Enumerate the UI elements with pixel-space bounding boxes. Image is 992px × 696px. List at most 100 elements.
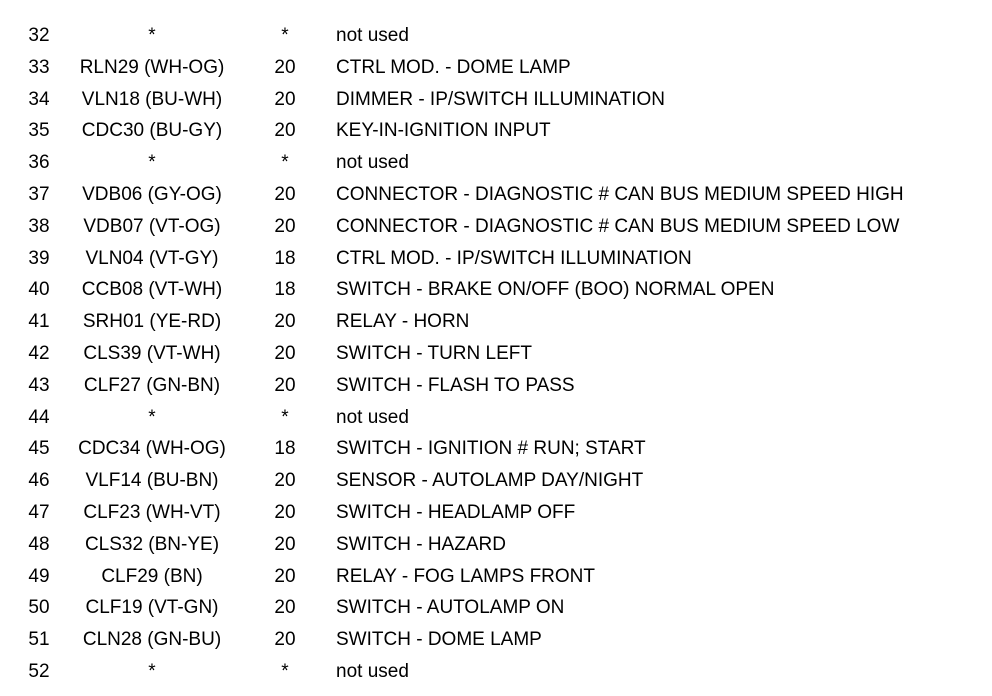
circuit-function: SWITCH - HAZARD: [336, 533, 506, 555]
circuit-function: SWITCH - BRAKE ON/OFF (BOO) NORMAL OPEN: [336, 279, 775, 301]
circuit-code: CCB08 (VT-WH): [81, 279, 223, 301]
pin-number: 35: [28, 120, 50, 142]
table-row: 36 * * not used: [0, 147, 992, 179]
circuit-function: SWITCH - IGNITION # RUN; START: [336, 438, 646, 460]
circuit-code: CLF29 (BN): [101, 565, 203, 587]
table-row: 47 CLF23 (WH-VT) 20 SWITCH - HEADLAMP OFF: [0, 497, 992, 529]
wire-gauge: *: [281, 660, 289, 682]
circuit-code: CLF19 (VT-GN): [85, 597, 219, 619]
pin-number: 37: [28, 183, 50, 205]
pin-number: 47: [28, 501, 50, 523]
circuit-function: CONNECTOR - DIAGNOSTIC # CAN BUS MEDIUM …: [336, 183, 904, 205]
pin-number: 52: [28, 660, 50, 682]
circuit-code: CLF23 (WH-VT): [83, 501, 221, 523]
circuit-function: SWITCH - TURN LEFT: [336, 342, 532, 364]
table-row: 37 VDB06 (GY-OG) 20 CONNECTOR - DIAGNOSTIC …: [0, 179, 992, 211]
wire-gauge: 20: [274, 120, 296, 142]
pin-number: 40: [28, 279, 50, 301]
circuit-function: SWITCH - AUTOLAMP ON: [336, 597, 565, 619]
wire-gauge: 20: [274, 183, 296, 205]
circuit-code: CDC30 (BU-GY): [81, 120, 223, 142]
circuit-function: RELAY - HORN: [336, 311, 470, 333]
pin-number: 38: [28, 215, 50, 237]
circuit-function: KEY-IN-IGNITION INPUT: [336, 120, 551, 142]
pin-number: 43: [28, 374, 50, 396]
pin-number: 44: [28, 406, 50, 428]
wire-gauge: *: [281, 152, 289, 174]
table-row: 49 CLF29 (BN) 20 RELAY - FOG LAMPS FRONT: [0, 561, 992, 593]
circuit-code: *: [148, 152, 156, 174]
wire-gauge: 20: [274, 470, 296, 492]
table-row: 33 RLN29 (WH-OG) 20 CTRL MOD. - DOME LAMP: [0, 52, 992, 84]
wire-gauge: *: [281, 25, 289, 46]
pin-number: 39: [28, 247, 50, 269]
circuit-code: CLF27 (GN-BN): [83, 374, 221, 396]
table-row: 50 CLF19 (VT-GN) 20 SWITCH - AUTOLAMP ON: [0, 592, 992, 624]
circuit-code: SRH01 (YE-RD): [82, 311, 222, 333]
circuit-code: CLN28 (GN-BU): [82, 629, 222, 651]
pin-number: 36: [28, 152, 50, 174]
table-row: 38 VDB07 (VT-OG) 20 CONNECTOR - DIAGNOSTIC …: [0, 211, 992, 243]
circuit-function: CTRL MOD. - IP/SWITCH ILLUMINATION: [336, 247, 692, 269]
circuit-code: *: [148, 406, 156, 428]
wire-gauge: 18: [274, 279, 296, 301]
table-row: 35 CDC30 (BU-GY) 20 KEY-IN-IGNITION INPUT: [0, 115, 992, 147]
table-row: 51 CLN28 (GN-BU) 20 SWITCH - DOME LAMP: [0, 624, 992, 656]
circuit-function: not used: [336, 25, 409, 46]
wire-gauge: 20: [274, 597, 296, 619]
pin-number: 42: [28, 342, 50, 364]
circuit-code: VDB06 (GY-OG): [82, 183, 222, 205]
pin-number: 33: [28, 56, 50, 78]
wire-gauge: 20: [274, 56, 296, 78]
circuit-code: *: [148, 25, 156, 46]
circuit-code: CLS32 (BN-YE): [84, 533, 220, 555]
circuit-function: not used: [336, 406, 409, 428]
circuit-code: VLN18 (BU-WH): [81, 88, 223, 110]
pin-number: 49: [28, 565, 50, 587]
circuit-function: DIMMER - IP/SWITCH ILLUMINATION: [336, 88, 665, 110]
wire-gauge: 20: [274, 311, 296, 333]
circuit-code: VDB07 (VT-OG): [83, 215, 221, 237]
wire-gauge: 20: [274, 565, 296, 587]
table-row: 52**not used: [0, 656, 992, 688]
wire-gauge: 20: [274, 374, 296, 396]
table-row: 46 VLF14 (BU-BN) 20 SENSOR - AUTOLAMP DAY/N…: [0, 465, 992, 497]
circuit-function: CONNECTOR - DIAGNOSTIC # CAN BUS MEDIUM …: [336, 215, 900, 237]
wire-gauge: 20: [274, 342, 296, 364]
pin-number: 34: [28, 88, 50, 110]
wire-gauge: 20: [274, 88, 296, 110]
wire-gauge: 20: [274, 533, 296, 555]
circuit-code: *: [148, 660, 156, 682]
circuit-function: SWITCH - FLASH TO PASS: [336, 374, 575, 396]
circuit-function: not used: [336, 152, 409, 174]
circuit-function: SENSOR - AUTOLAMP DAY/NIGHT: [336, 470, 644, 492]
wire-gauge: 20: [274, 501, 296, 523]
circuit-function: SWITCH - HEADLAMP OFF: [336, 501, 576, 523]
table-row: 32 * * not used: [0, 20, 992, 52]
circuit-function: RELAY - FOG LAMPS FRONT: [336, 565, 596, 587]
wire-gauge: *: [281, 406, 289, 428]
pin-number: 45: [28, 438, 50, 460]
circuit-function: SWITCH - DOME LAMP: [336, 629, 542, 651]
pin-number: 32: [28, 25, 50, 46]
wire-gauge: 20: [274, 629, 296, 651]
pin-number: 51: [28, 629, 50, 651]
circuit-code: VLN04 (VT-GY): [85, 247, 219, 269]
wire-gauge: 20: [274, 215, 296, 237]
table-row: 41 SRH01 (YE-RD) 20 RELAY - HORN: [0, 306, 992, 338]
circuit-function: CTRL MOD. - DOME LAMP: [336, 56, 571, 78]
circuit-code: CLS39 (VT-WH): [83, 342, 221, 364]
table-row: 48 CLS32 (BN-YE) 20 SWITCH - HAZARD: [0, 529, 992, 561]
pin-number: 50: [28, 597, 50, 619]
circuit-code: VLF14 (BU-BN): [85, 470, 219, 492]
circuit-code: RLN29 (WH-OG): [79, 56, 225, 78]
pin-number: 41: [28, 311, 50, 333]
table-row: 43 CLF27 (GN-BN) 20 SWITCH - FLASH TO PASS: [0, 370, 992, 402]
circuit-code: CDC34 (WH-OG): [78, 438, 226, 460]
pin-number: 48: [28, 533, 50, 555]
table-row: 44 * * not used: [0, 402, 992, 434]
pin-number: 46: [28, 470, 50, 492]
table-row: 40 CCB08 (VT-WH) 18 SWITCH - BRAKE ON/OFF (…: [0, 274, 992, 306]
